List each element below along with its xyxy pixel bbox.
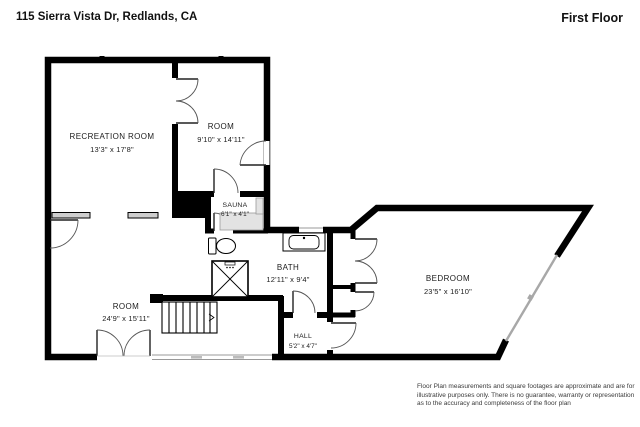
sink-vanity-icon [282,232,326,252]
window-bath [299,226,323,234]
pass-through-walls [51,212,159,219]
svg-text:13'3" x 17'8": 13'3" x 17'8" [90,145,134,154]
svg-text:ROOM: ROOM [113,302,140,311]
svg-text:ROOM: ROOM [208,122,235,131]
french-doors-icon [96,329,151,357]
svg-text:23'5" x 16'10": 23'5" x 16'10" [424,287,472,296]
wall-end-cap [150,294,163,303]
svg-text:HALL: HALL [294,333,312,340]
svg-text:12'11" x 9'4": 12'11" x 9'4" [266,275,309,284]
svg-text:BATH: BATH [277,263,299,272]
sauna-bench [219,197,264,231]
svg-text:9'10" x 14'11": 9'10" x 14'11" [197,135,245,144]
exterior-walls [44,56,594,361]
wall-ticks [45,56,435,360]
doors [49,78,378,357]
svg-text:BEDROOM: BEDROOM [426,274,470,283]
label-room-lower: ROOM 24'9" x 15'11" [102,302,150,323]
closet-single-door-icon [354,291,375,312]
room-labels: RECREATION ROOM 13'3" x 17'8" ROOM 9'10"… [70,122,472,350]
label-sauna: SAUNA 6'1" x 4'1" [221,202,249,218]
disclaimer-line: illustrative purposes only. There is no … [417,391,635,399]
door-recreation-lower-icon [49,219,79,249]
label-room-upper: ROOM 9'10" x 14'11" [197,122,245,144]
closet-bifold-doors-icon [354,238,378,284]
double-door-recreation-room-icon [175,78,199,124]
label-bath: BATH 12'11" x 9'4" [266,263,309,284]
interior-walls [153,60,356,359]
window-bottom [152,354,272,361]
svg-text:6'1" x 4'1": 6'1" x 4'1" [221,211,249,218]
door-hall-bedroom-icon [330,322,357,349]
door-bath-hall-icon [292,290,316,314]
shower-icon [211,260,249,298]
disclaimer-line: Floor Plan measurements and square foota… [417,383,635,390]
toilet-icon [208,237,236,255]
property-address: 115 Sierra Vista Dr, Redlands, CA [16,11,198,23]
door-room-vestibule-icon [213,168,239,194]
svg-text:SAUNA: SAUNA [223,202,248,209]
disclaimer-line: as to the accuracy and completeness of t… [417,400,571,408]
window-bedroom-diagonal [504,254,559,342]
label-bedroom: BEDROOM 23'5" x 16'10" [424,274,472,296]
chimney-block [172,191,208,218]
staircase [161,301,218,334]
floor-label: First Floor [561,11,623,25]
label-hall: HALL 5'2" x 4'7" [289,333,317,350]
label-recreation-room: RECREATION ROOM 13'3" x 17'8" [70,132,155,154]
svg-text:24'9" x 15'11": 24'9" x 15'11" [102,314,150,323]
disclaimer: Floor Plan measurements and square foota… [417,383,638,409]
door-upper-room-icon [239,140,270,166]
svg-text:RECREATION ROOM: RECREATION ROOM [70,132,155,141]
svg-text:5'2" x 4'7": 5'2" x 4'7" [289,343,317,350]
